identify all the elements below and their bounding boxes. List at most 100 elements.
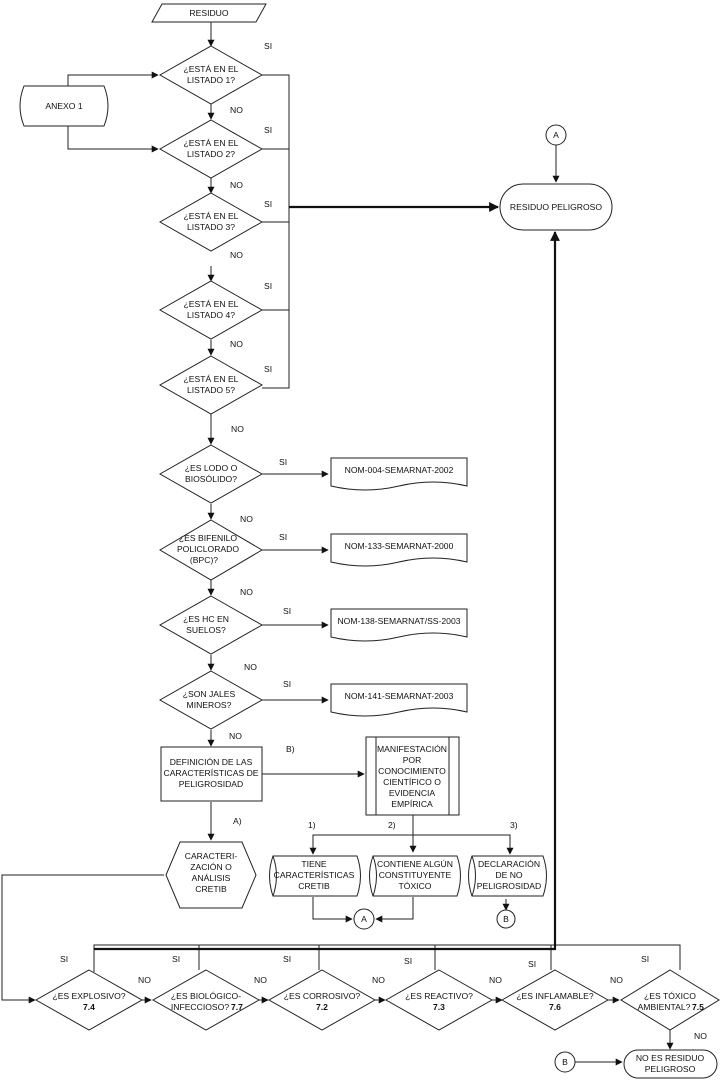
hc-line-2: SUELOS? <box>186 625 226 635</box>
inflamable-line-1: ¿ES INFLAMABLE? <box>516 991 594 1001</box>
no-label: NO <box>230 339 243 349</box>
no-peligroso-terminal: NO ES RESIDUO PELIGROSO <box>623 1049 718 1079</box>
start-label: RESIDUO <box>189 8 228 18</box>
no-label: NO <box>230 105 243 115</box>
annex-document: ANEXO 1 <box>19 85 109 127</box>
no-label: NO <box>240 514 253 524</box>
bpc-line-1: ¿ES BIFENILO <box>179 533 238 543</box>
si-label: SI <box>283 679 291 689</box>
nom-133-label: NOM-133-SEMARNAT-2000 <box>345 541 454 551</box>
si-label: SI <box>264 41 272 51</box>
option-2-line-2: CONSTITUYENTE <box>379 870 452 880</box>
listado-4-line-2: LISTADO 4? <box>187 310 235 320</box>
si-label: SI <box>641 954 649 964</box>
bpc-line-2: POLICLORADO <box>177 544 239 554</box>
listado-5-line-1: ¿ESTÁ EN EL <box>184 374 239 384</box>
toxico-line-1: ¿ES TÓXICO <box>644 991 696 1001</box>
listado-1-line-1: ¿ESTÁ EN EL <box>184 64 239 74</box>
si-label: SI <box>283 954 291 964</box>
manifestacion-line-5: EVIDENCIA <box>389 788 436 798</box>
manifestacion-line-1: MANIFESTACIÓN <box>377 744 447 754</box>
connector-a-label: A <box>361 914 367 924</box>
connector-b-label: B <box>562 1057 568 1067</box>
branch-a-label: A) <box>233 816 242 826</box>
manifestacion-line-4: CIENTÍFICO O <box>383 777 441 787</box>
listado-2-line-1: ¿ESTÁ EN EL <box>184 138 239 148</box>
manifestacion-process: MANIFESTACIÓN POR CONOCIMIENTO CIENTÍFIC… <box>365 736 460 816</box>
option-2-number: 2) <box>388 820 396 830</box>
no-label: NO <box>254 975 267 985</box>
biologico-ref: 7.7 <box>231 1002 243 1012</box>
caracterizacion-line-2: ZACIÓN O <box>190 862 232 872</box>
option-3-line-2: DE NO <box>495 870 523 880</box>
nom-141-document: NOM-141-SEMARNAT-2003 <box>330 683 468 717</box>
branch-b-label: B) <box>286 744 295 754</box>
connector-b-label: B <box>503 914 509 924</box>
connector-b-bottom: B <box>554 1051 576 1073</box>
reactivo-ref: 7.3 <box>433 1002 445 1012</box>
special-branch-labels: SI SI SI SI NO NO NO NO <box>229 457 291 741</box>
manifestacion-line-6: EMPÍRICA <box>391 799 433 809</box>
jales-line-2: MINEROS? <box>187 700 232 710</box>
corrosivo-diamond: ¿ES CORROSIVO? 7.2 <box>267 969 377 1031</box>
option-3-number: 3) <box>510 820 518 830</box>
explosivo-diamond: ¿ES EXPLOSIVO? 7.4 <box>34 969 144 1031</box>
corrosivo-ref: 7.2 <box>316 1002 328 1012</box>
no-label: NO <box>230 250 243 260</box>
listado-2-line-2: LISTADO 2? <box>187 149 235 159</box>
listado-5-diamond: ¿ESTÁ EN EL LISTADO 5? <box>158 355 264 415</box>
si-label: SI <box>264 281 272 291</box>
si-label: SI <box>264 199 272 209</box>
no-label: NO <box>372 975 385 985</box>
option-3-line-1: DECLARACIÓN <box>478 859 540 869</box>
si-label: SI <box>264 125 272 135</box>
option-1-line-3: CRETIB <box>298 881 330 891</box>
nom-004-document: NOM-004-SEMARNAT-2002 <box>330 457 468 491</box>
option-1-tiene-cretib: TIENE CARACTERÍSTICAS CRETIB <box>269 855 361 897</box>
nom-133-document: NOM-133-SEMARNAT-2000 <box>330 533 468 567</box>
manifestacion-line-2: POR <box>403 755 422 765</box>
toxico-line-2: AMBIENTAL? <box>638 1002 691 1012</box>
hc-suelos-diamond: ¿ES HC EN SUELOS? <box>158 595 264 655</box>
bpc-diamond: ¿ES BIFENILO POLICLORADO (BPC)? <box>159 519 263 581</box>
listado-2-diamond: ¿ESTÁ EN EL LISTADO 2? <box>158 119 264 179</box>
biologico-line-2: INFECCIOSO? <box>171 1002 229 1012</box>
listado-branch-labels: SI SI SI SI SI NO NO NO NO NO <box>230 41 272 434</box>
lodo-line-2: BIOSÓLIDO? <box>185 474 237 484</box>
reactivo-diamond: ¿ES REACTIVO? 7.3 <box>384 969 494 1031</box>
nom-141-label: NOM-141-SEMARNAT-2003 <box>345 691 454 701</box>
listado-1-diamond: ¿ESTÁ EN EL LISTADO 1? <box>158 45 264 105</box>
option-2-constituyente-toxico: CONTIENE ALGÚN CONSTITUYENTE TÓXICO <box>369 855 461 897</box>
toxico-ambiental-diamond: ¿ES TÓXICO AMBIENTAL? 7.5 <box>620 969 720 1031</box>
si-label: SI <box>404 956 412 966</box>
bpc-line-3: (BPC)? <box>190 555 218 565</box>
caracterizacion-hexagon: CARACTERI- ZACIÓN O ANÁLISIS CRETIB <box>165 841 257 909</box>
no-peligroso-line-1: NO ES RESIDUO <box>636 1053 705 1063</box>
no-label: NO <box>229 731 242 741</box>
listado-5-line-2: LISTADO 5? <box>187 385 235 395</box>
no-label: NO <box>694 1031 707 1041</box>
option-1-number: 1) <box>308 820 316 830</box>
lodo-diamond: ¿ES LODO O BIOSÓLIDO? <box>158 444 264 504</box>
jales-line-1: ¿SON JALES <box>183 689 236 699</box>
definicion-line-1: DEFINICIÓN DE LAS <box>170 757 253 767</box>
si-label: SI <box>528 959 536 969</box>
si-label: SI <box>264 364 272 374</box>
nom-004-label: NOM-004-SEMARNAT-2002 <box>345 465 454 475</box>
nom-138-document: NOM-138-SEMARNAT/SS-2003 <box>330 608 468 642</box>
lodo-line-1: ¿ES LODO O <box>185 463 238 473</box>
no-label: NO <box>244 662 257 672</box>
annex-label: ANEXO 1 <box>45 101 82 111</box>
si-label: SI <box>279 532 287 542</box>
nom-138-label: NOM-138-SEMARNAT/SS-2003 <box>337 616 460 626</box>
definicion-line-3: PELIGROSIDAD <box>179 779 243 789</box>
listado-4-line-1: ¿ESTÁ EN EL <box>184 299 239 309</box>
si-label: SI <box>172 954 180 964</box>
no-label: NO <box>231 424 244 434</box>
no-label: NO <box>240 587 253 597</box>
connector-a-middle: A <box>353 908 375 930</box>
listado-3-line-2: LISTADO 3? <box>187 222 235 232</box>
si-label: SI <box>283 606 291 616</box>
definicion-line-2: CARACTERÍSTICAS DE <box>163 768 258 778</box>
